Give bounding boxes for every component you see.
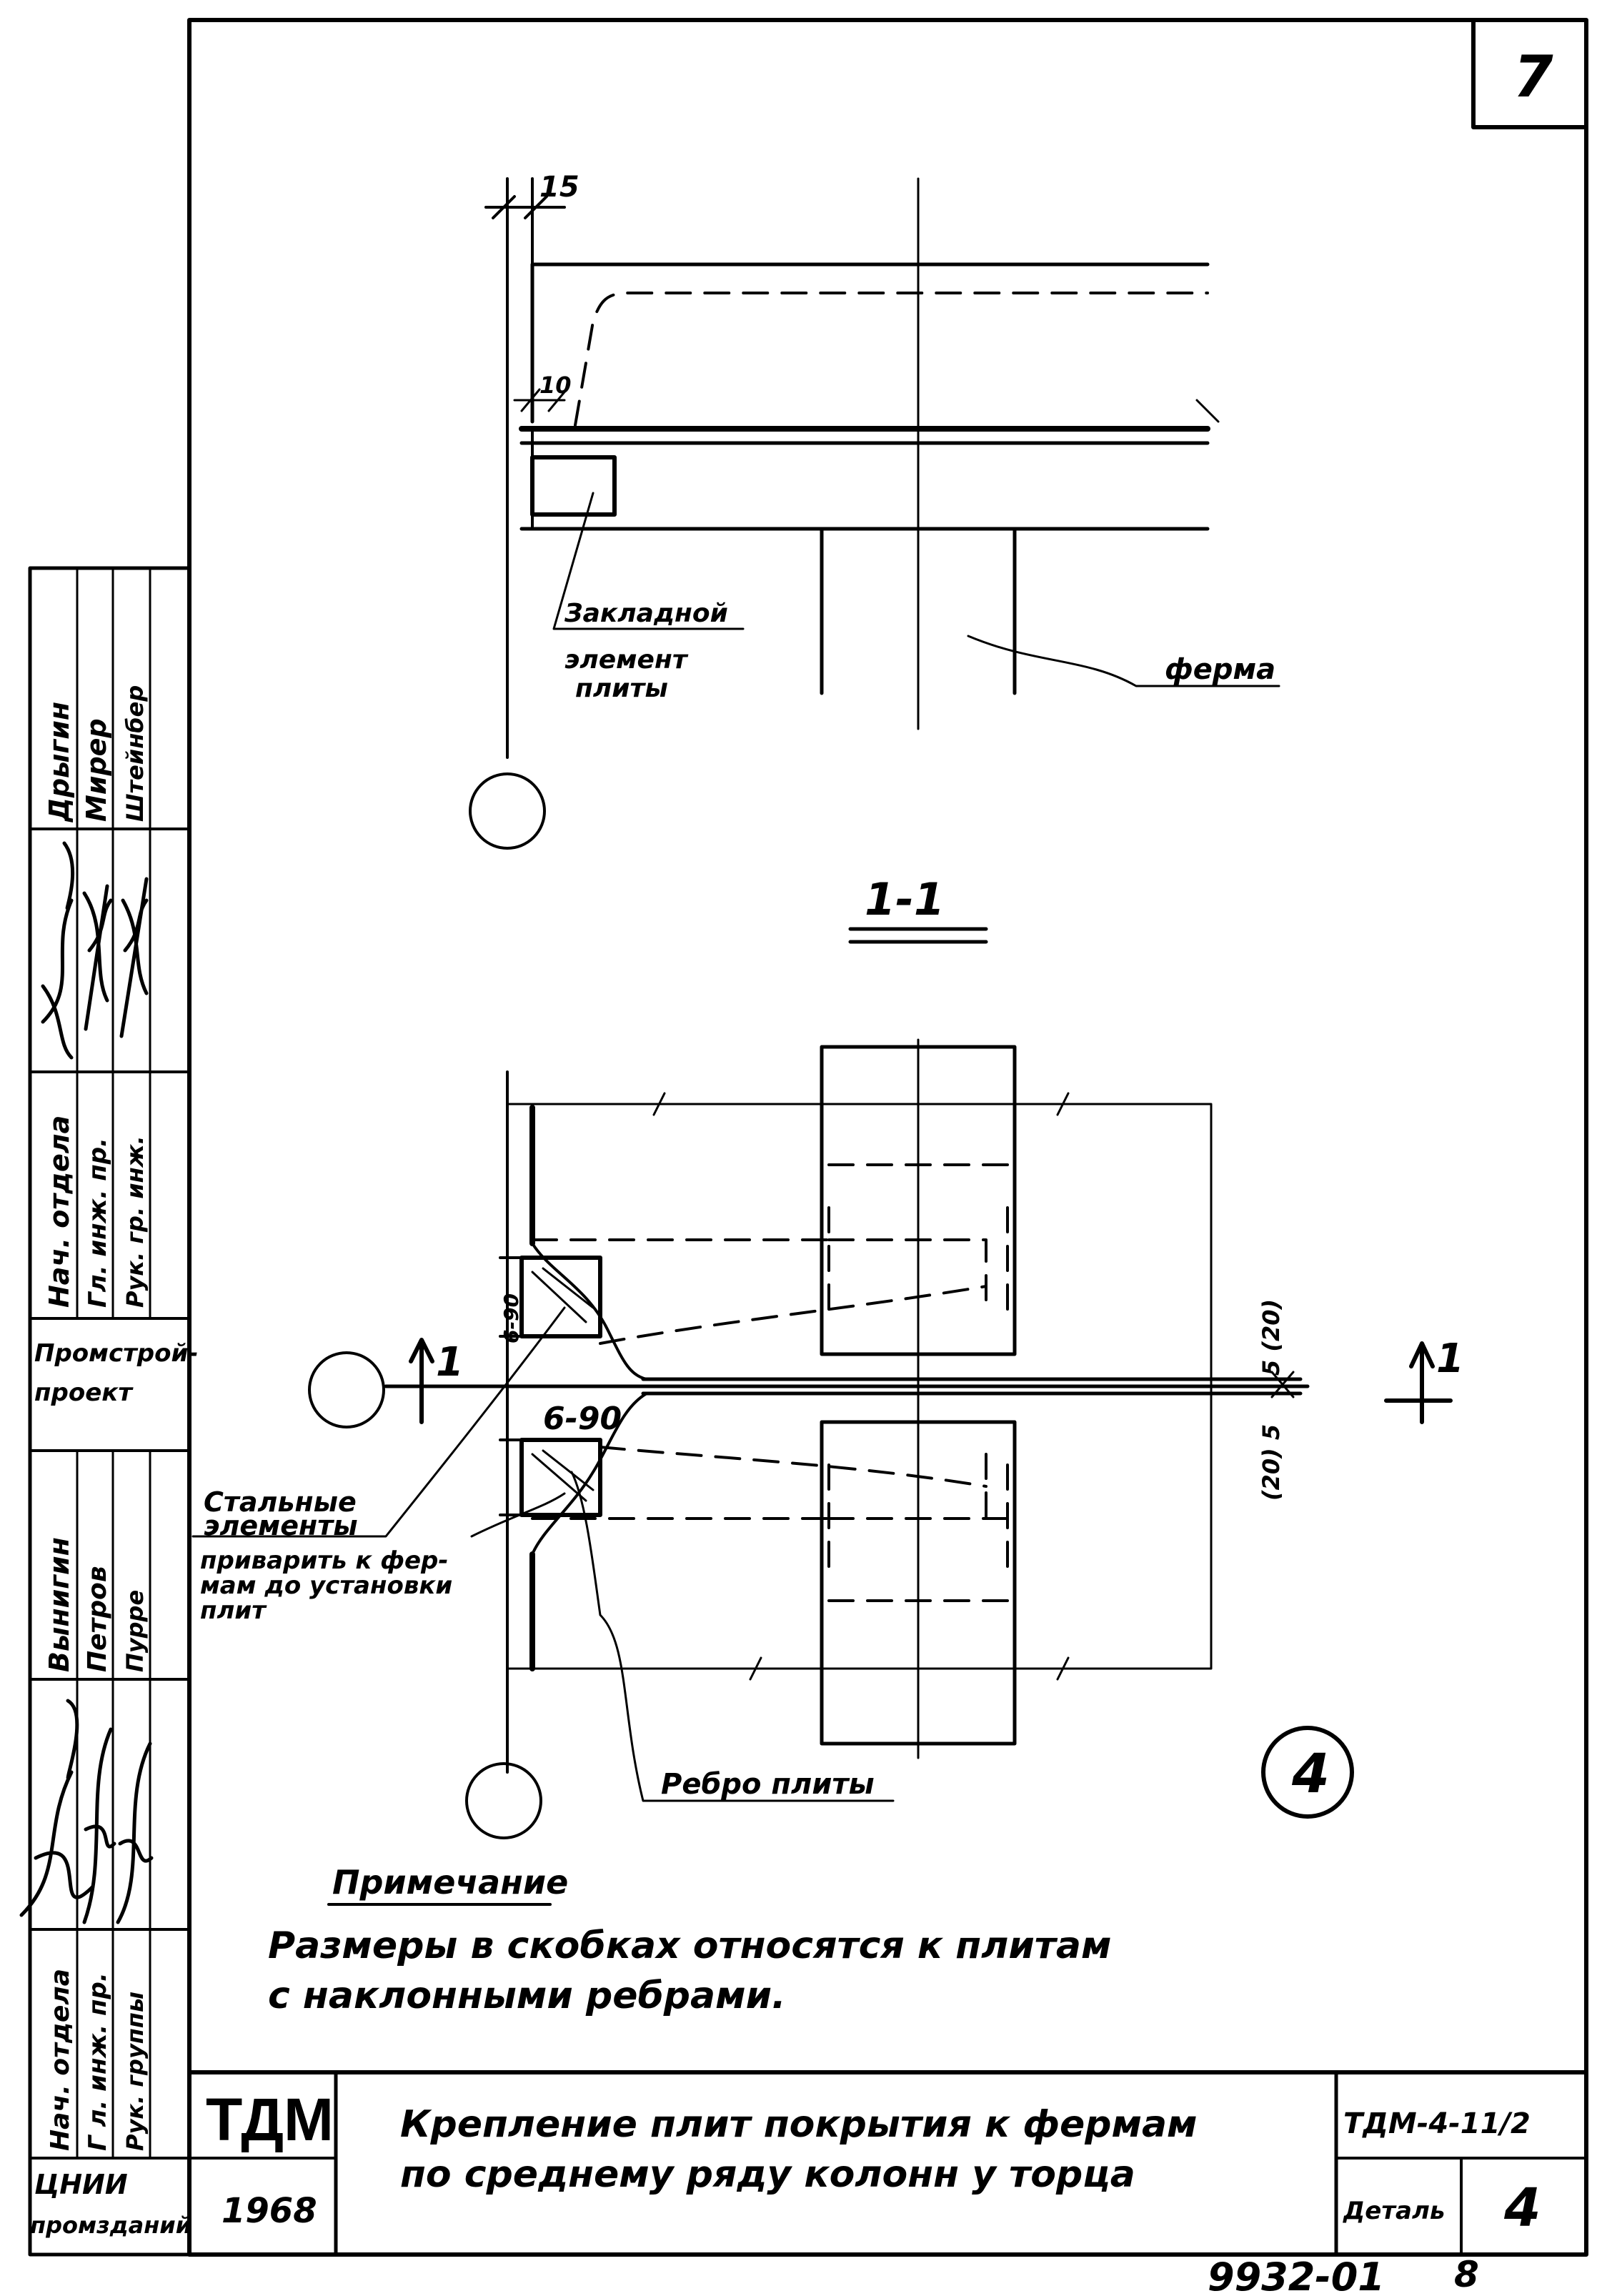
title-detail-number: 4 <box>1503 2177 1541 2239</box>
cut-marker-right-label: 1 <box>1436 1336 1464 1382</box>
lower-stamp-name-2: Петров <box>83 1566 112 1672</box>
title-code: ТДМ-4-11/2 <box>1343 2107 1531 2140</box>
weld-bottom: 6-90 <box>543 1401 622 1437</box>
label-steel-line3: приварить к фер- <box>200 1546 448 1575</box>
label-steel-line2: элементы <box>204 1510 358 1541</box>
lower-stamp-role-1: Нач. отдела <box>46 1969 75 2151</box>
lower-stamp-name-3: Пурре <box>121 1590 149 1672</box>
title-block <box>187 2070 1588 2257</box>
footer-page: 8 <box>1454 2254 1479 2295</box>
label-embedded-line3: плиты <box>575 674 668 703</box>
lower-org-line2: промзданий <box>30 2212 191 2239</box>
title-year: 1968 <box>222 2191 317 2231</box>
dim-10: 10 <box>539 372 572 399</box>
dim-15: 15 <box>539 171 579 204</box>
upper-org-line2: проект <box>34 1378 134 1407</box>
title-line-2: по среднему ряду колонн у торца <box>400 2153 1135 2196</box>
label-rib: Ребро плиты <box>661 1768 875 1801</box>
lower-stamp-role-3: Рук. группы <box>121 1992 149 2151</box>
lower-org-line1: ЦНИИ <box>34 2169 128 2200</box>
detail-number-circle: 4 <box>1291 1741 1330 1805</box>
upper-stamp-name-2: Мирер <box>81 718 112 822</box>
label-embedded-line1: Закладной <box>564 599 728 628</box>
dim-right-top: 5 (20) <box>1258 1299 1285 1376</box>
label-steel-line4: мам до установки <box>200 1571 452 1600</box>
label-steel-line5: плит <box>200 1596 267 1625</box>
upper-org-line1: Промстрой- <box>34 1339 198 1368</box>
upper-signatures <box>41 841 149 1060</box>
note-title: Примечание <box>332 1863 568 1902</box>
section-title: 1-1 <box>865 873 945 925</box>
title-line-1: Крепление плит покрытия к фермам <box>400 2103 1198 2146</box>
note-line-2: с наклонными ребрами. <box>268 1974 786 2017</box>
lower-signatures <box>19 1699 154 1924</box>
upper-stamp-name-3: Штейнбер <box>121 685 149 822</box>
sheet-frame <box>187 18 1588 2257</box>
note-line-1: Размеры в скобках относятся к плитам <box>268 1924 1112 1967</box>
lower-stamp-name-1: Вынигин <box>44 1537 75 1672</box>
upper-stamp-role-2: Гл. инж. пр. <box>84 1138 112 1308</box>
upper-stamp-role-3: Рук. гр. инж. <box>121 1135 149 1308</box>
dim-right-bottom: (20) 5 <box>1258 1424 1285 1501</box>
plan-view <box>191 1038 1453 1906</box>
weld-top: 6-90 <box>499 1293 523 1343</box>
title-logo: ТДМ <box>206 2086 334 2153</box>
cut-marker-left-label: 1 <box>436 1339 464 1386</box>
sheet-number: 7 <box>1513 44 1553 110</box>
lower-stamp-role-2: Г л. инж. пр. <box>84 1972 112 2151</box>
upper-stamp-role-1: Нач. отдела <box>44 1115 75 1308</box>
album-number: 9932-01 <box>1208 2255 1385 2296</box>
side-stamp <box>28 566 191 2257</box>
section-1-1 <box>469 177 1280 944</box>
upper-stamp-name-1: Дрыгин <box>44 702 75 823</box>
label-truss: ферма <box>1165 653 1275 686</box>
label-steel-line1: Стальные <box>204 1486 357 1518</box>
title-detail-label: Деталь <box>1343 2197 1445 2225</box>
label-embedded-line2: элемент <box>564 645 689 675</box>
